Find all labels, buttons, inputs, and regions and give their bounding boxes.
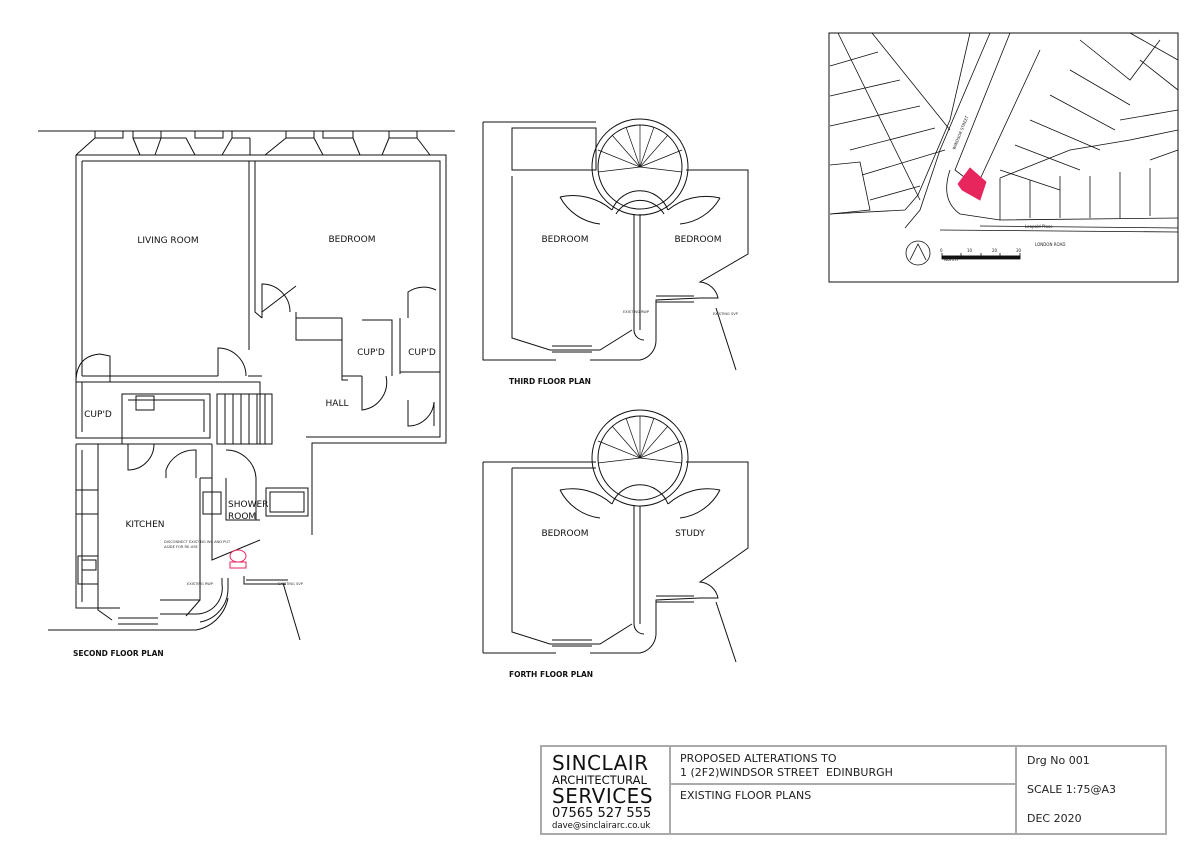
label-room: ROOM <box>228 512 256 522</box>
map-scale-30: 30 <box>1016 248 1022 253</box>
note-rwp-3f: EXISTING RWP <box>623 310 650 314</box>
map-north-label: NORTH <box>944 257 958 262</box>
label-cupd-left: CUP'D <box>84 410 112 420</box>
note-svp-2f: EXISTING SVP <box>278 582 304 586</box>
title-block: SINCLAIR ARCHITECTURAL SERVICES 07565 52… <box>540 745 1167 835</box>
fourth-floor-plan <box>482 409 749 663</box>
note-disconnect-2: ASIDE FOR RE-USE <box>164 545 198 549</box>
map-scale-10: 10 <box>967 248 973 253</box>
map-leopold-place: Leopold Place <box>1025 224 1053 229</box>
map-windsor-street: WINDSOR STREET <box>951 114 969 150</box>
drawing-info-panel: Drg No 001 SCALE 1:75@A3 DEC 2020 <box>1017 747 1165 833</box>
title-second-floor: SECOND FLOOR PLAN <box>73 649 164 658</box>
logo-email: dave@sinclairarc.co.uk <box>552 821 651 831</box>
logo-sinclair: SINCLAIR <box>552 751 649 775</box>
label-bedroom-4f: BEDROOM <box>542 529 589 539</box>
drawing-title-panel: EXISTING FLOOR PLANS <box>671 785 1017 833</box>
label-shower: SHOWER <box>228 500 268 510</box>
logo-panel: SINCLAIR ARCHITECTURAL SERVICES 07565 52… <box>542 747 671 833</box>
note-svp-3f: EXISTING SVP <box>713 312 739 316</box>
logo-phone: 07565 527 555 <box>552 806 652 821</box>
label-hall: HALL <box>326 399 349 409</box>
third-floor-plan <box>482 118 749 371</box>
drawing-date: DEC 2020 <box>1027 812 1082 825</box>
title-fourth-floor: FORTH FLOOR PLAN <box>509 670 593 679</box>
note-rwp-2f: EXISTING RWP <box>187 582 214 586</box>
label-bedroom-3f-left: BEDROOM <box>542 235 589 245</box>
map-scale-0: 0 <box>940 248 943 253</box>
label-kitchen: KITCHEN <box>126 520 165 530</box>
second-floor-plan <box>38 130 455 641</box>
map-scale-20: 20 <box>992 248 998 253</box>
logo-services: SERVICES <box>552 784 654 808</box>
label-bedroom-3f-right: BEDROOM <box>675 235 722 245</box>
title-third-floor: THIRD FLOOR PLAN <box>509 377 591 386</box>
label-study: STUDY <box>675 529 705 539</box>
label-bedroom: BEDROOM <box>329 235 376 245</box>
label-cupd-hall: CUP'D <box>357 348 385 358</box>
label-cupd-bedroom: CUP'D <box>408 348 436 358</box>
project-panel: PROPOSED ALTERATIONS TO 1 (2F2)WINDSOR S… <box>671 747 1017 785</box>
drawing-number: Drg No 001 <box>1027 754 1090 767</box>
logo-architectural: ARCHITECTURAL <box>552 773 647 787</box>
project-line-2: 1 (2F2)WINDSOR STREET EDINBURGH <box>680 766 893 779</box>
project-line-1: PROPOSED ALTERATIONS TO <box>680 752 837 765</box>
drawing-title: EXISTING FLOOR PLANS <box>680 789 812 802</box>
label-living-room: LIVING ROOM <box>137 236 198 246</box>
drawing-scale: SCALE 1:75@A3 <box>1027 783 1116 796</box>
note-disconnect-1: DISCONNECT EXISTING WC AND PUT <box>164 540 231 544</box>
map-london-road: LONDON ROAD <box>1035 242 1065 247</box>
location-map <box>828 32 1179 283</box>
